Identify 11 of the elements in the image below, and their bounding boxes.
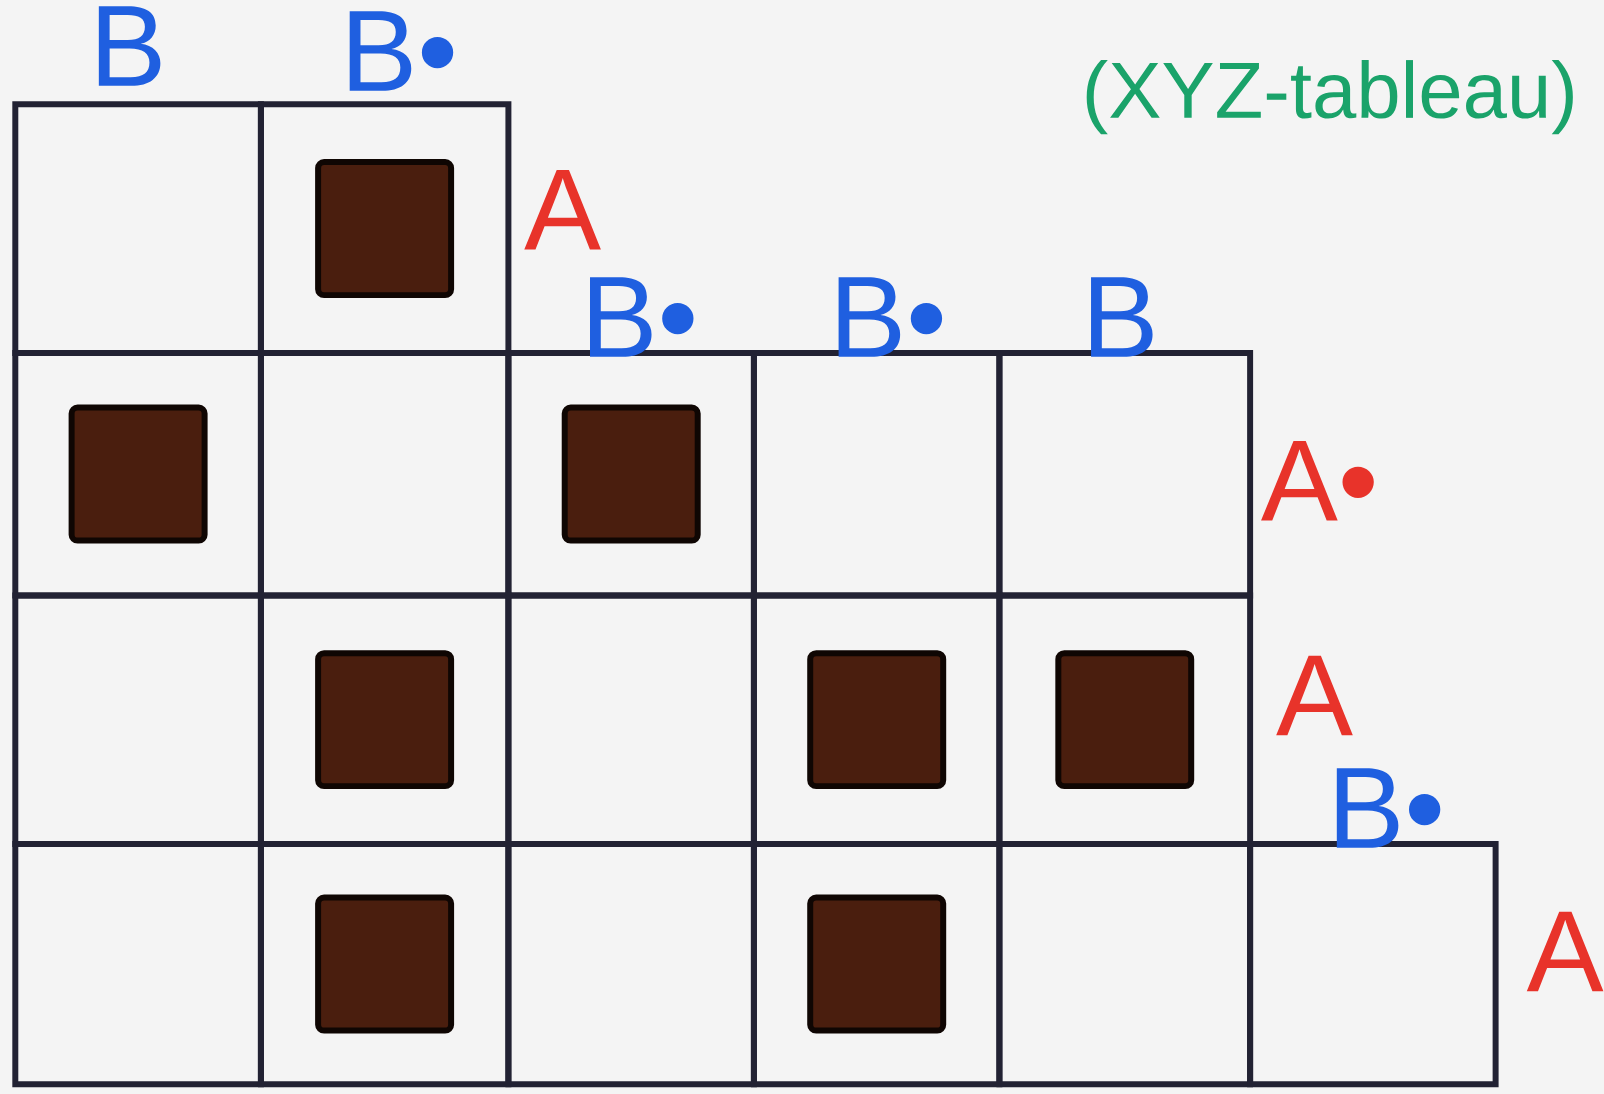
path-label: A [524, 169, 601, 250]
path-label: A [1276, 655, 1353, 736]
path-label: A• [1261, 441, 1374, 521]
caption-text: (XYZ-tableau) [1086, 60, 1573, 135]
path-label: A [1526, 911, 1604, 992]
path-label: B• [349, 11, 454, 91]
path-label: B [98, 6, 161, 86]
path-label: B [1091, 277, 1153, 357]
path-label: B• [838, 277, 943, 357]
path-label: B• [1336, 768, 1441, 848]
path-label: B• [590, 277, 694, 357]
